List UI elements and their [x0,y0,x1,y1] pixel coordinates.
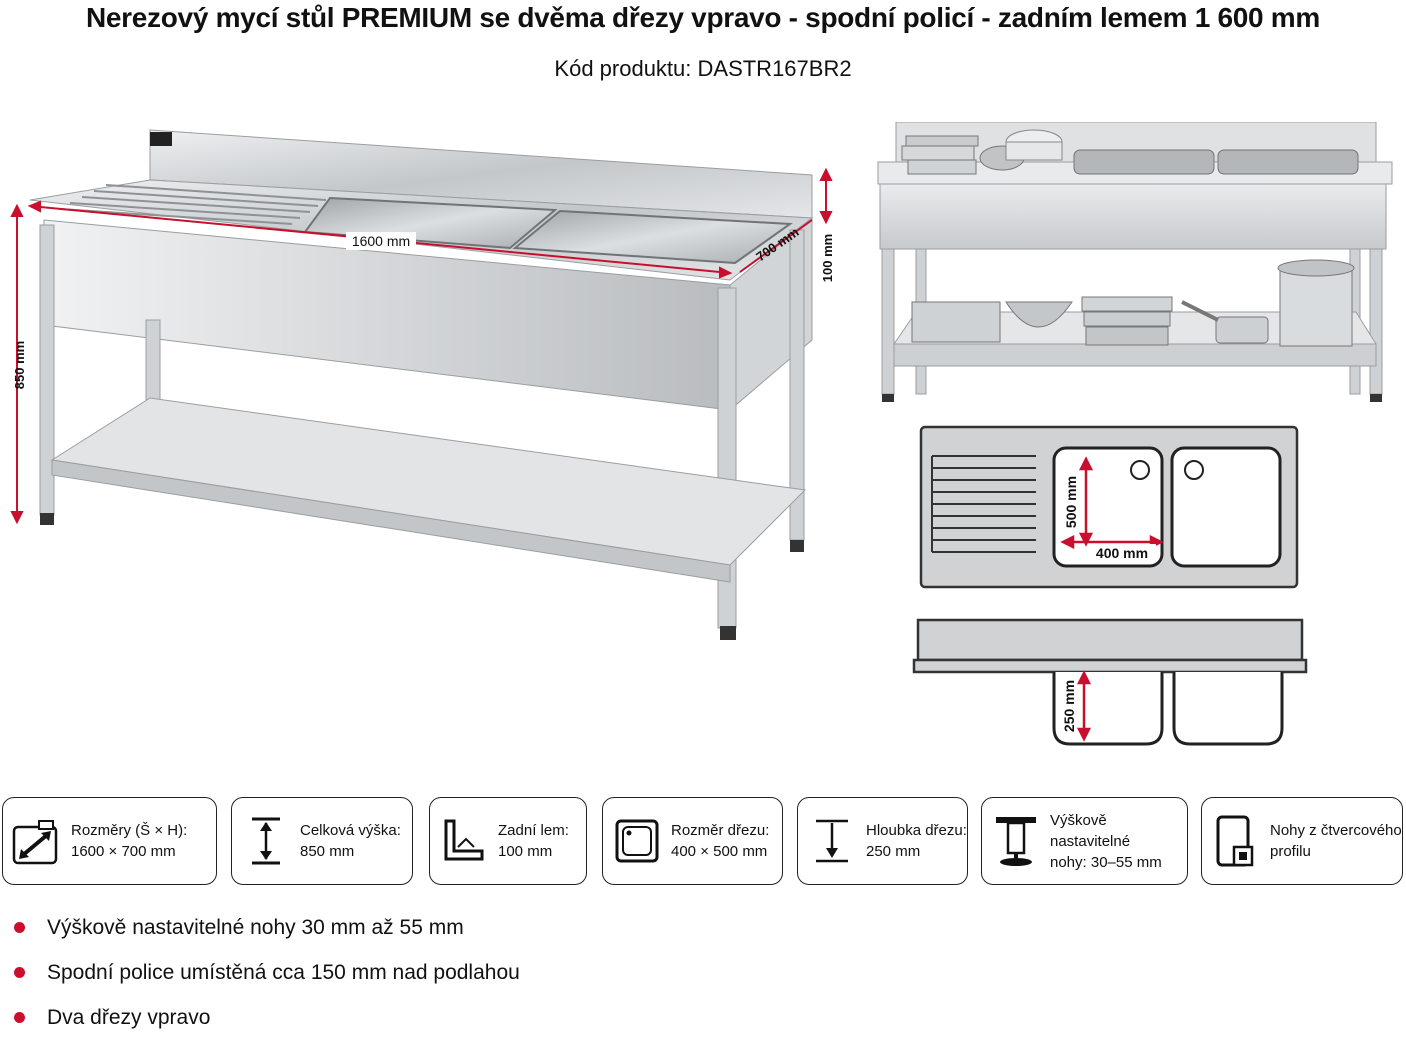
feature-backsplash: Zadní lem: 100 mm [429,797,587,885]
adjustable-feet-icon [996,817,1036,866]
width-dimension-label: 1600 mm [352,233,410,249]
backsplash-icon [444,819,484,861]
feature-value: profilu [1270,843,1311,860]
sink-width-label: 400 mm [1096,545,1148,561]
feature-label: Rozměry (Š × H): [71,822,188,839]
sink-size-icon [615,819,659,863]
feature-dimensions: Rozměry (Š × H): 1600 × 700 mm [2,797,217,885]
table-front-view-illustration [877,122,1393,402]
table-perspective-illustration: 1600 mm 700 mm 100 mm 850 mm [10,129,835,640]
feature-label: Zadní lem: [498,822,569,839]
feature-value: 250 mm [866,843,921,860]
feature-value: 100 mm [498,843,553,860]
sink-depth-icon [816,819,848,863]
feature-label: Celková výška: [300,822,401,839]
top-view-diagram: 400 mm 500 mm [919,425,1299,589]
dimensions-icon [12,820,58,865]
feature-value: 400 × 500 mm [671,843,768,860]
feature-adjustable-feet: Výškově nastavitelné nohy: 30–55 mm [981,797,1188,885]
section-view-diagram: 250 mm [912,618,1308,746]
product-code: Kód produktu: DASTR167BR2 [554,56,852,81]
bullet-item: Spodní police umístěná cca 150 mm nad po… [14,953,520,998]
feature-bullet-list: Výškově nastavitelné nohy 30 mm až 55 mm… [14,908,520,1043]
bullet-dot-icon [14,922,25,933]
feature-square-leg: Nohy z čtvercového profilu [1201,797,1403,885]
bullet-dot-icon [14,1012,25,1023]
bullet-dot-icon [14,967,25,978]
sink-depth-label: 250 mm [1061,680,1077,732]
feature-label: Rozměr dřezu: [671,822,770,839]
feature-sink-size: Rozměr dřezu: 400 × 500 mm [602,797,783,885]
feature-label: Nohy z čtvercového [1270,822,1402,839]
feature-sink-depth: Hloubka dřezu: 250 mm [797,797,968,885]
square-leg-icon [1216,815,1254,867]
backsplash-dimension-label: 100 mm [820,234,835,282]
feature-label: Hloubka dřezu: [866,822,967,839]
feature-value: 850 mm [300,843,355,860]
feature-label: Výškově nastavitelné [1050,811,1131,850]
feature-value: 1600 × 700 mm [71,843,176,860]
height-icon [252,817,280,865]
bullet-item: Dva dřezy vpravo [14,998,520,1043]
product-title: Nerezový mycí stůl PREMIUM se dvěma dřez… [85,2,1320,33]
sink-length-label: 500 mm [1063,476,1079,528]
bullet-item: Výškově nastavitelné nohy 30 mm až 55 mm [14,908,520,953]
feature-value: nohy: 30–55 mm [1050,853,1162,871]
height-dimension-label: 850 mm [12,341,27,389]
feature-height: Celková výška: 850 mm [231,797,413,885]
